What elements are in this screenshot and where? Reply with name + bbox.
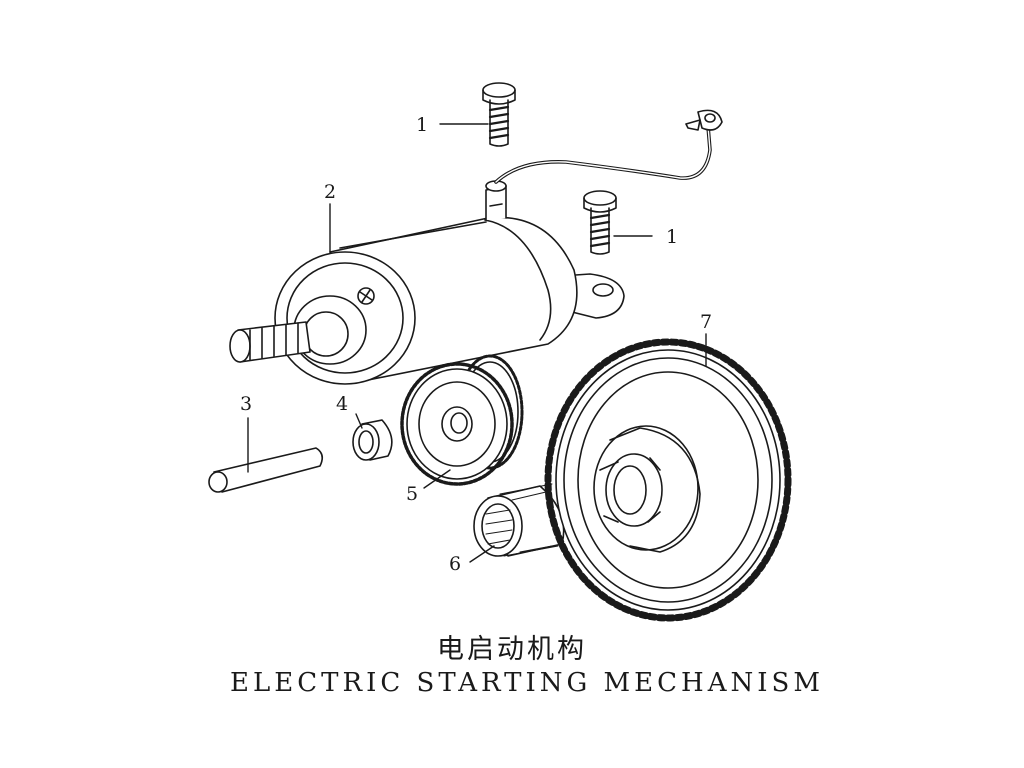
bushing — [352, 419, 393, 461]
part-number-label: 7 — [700, 311, 712, 333]
starter-motor — [229, 109, 723, 385]
part-number-label: 2 — [324, 181, 336, 203]
caption-english: ELECTRIC STARTING MECHANISM — [230, 668, 824, 698]
part-number-label: 1 — [416, 114, 428, 136]
part-number-label: 4 — [336, 393, 348, 415]
driven-gear — [544, 338, 792, 622]
bolt-top — [482, 82, 516, 147]
leader-lines — [247, 123, 707, 563]
part-number-label: 6 — [449, 553, 461, 575]
part-number-label: 5 — [406, 483, 418, 505]
part-number-label: 1 — [666, 226, 678, 248]
idler-gear — [400, 354, 524, 486]
shaft-pin — [208, 447, 324, 493]
caption-chinese: 电启动机构 — [437, 634, 587, 665]
needle-bearing — [473, 483, 565, 557]
bolt-right — [583, 190, 617, 255]
part-number-label: 3 — [240, 393, 252, 415]
